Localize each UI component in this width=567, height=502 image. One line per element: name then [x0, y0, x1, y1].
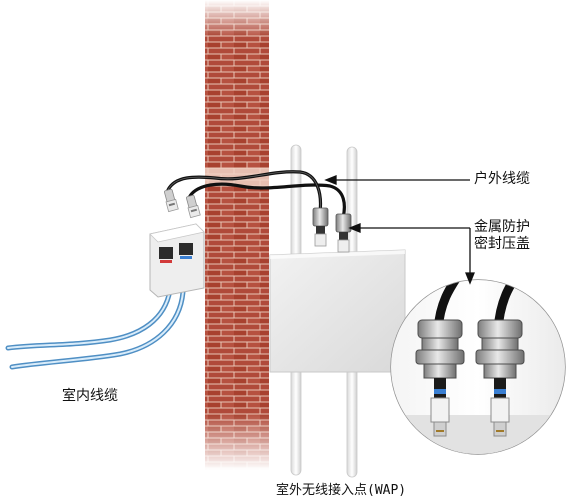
- rj45-plug-icon: [164, 188, 201, 219]
- wall-jack-icon: [149, 223, 205, 298]
- gland-label-line1: 金属防护: [474, 219, 530, 235]
- wap-device: [269, 249, 406, 373]
- indoor-cable-label: 室内线缆: [62, 388, 118, 404]
- callout-lines: [324, 175, 475, 285]
- brick-wall: [205, 0, 269, 470]
- wap-label: 室外无线接入点(WAP): [276, 483, 407, 498]
- outdoor-cable-label: 户外线缆: [474, 171, 530, 187]
- gland-label: 金属防护 密封压盖: [474, 219, 530, 253]
- gland-label-line2: 密封压盖: [474, 236, 530, 252]
- outdoor-cable: [166, 170, 346, 220]
- magnifier-circle: [390, 279, 566, 455]
- cable-gland-icon: [312, 207, 352, 253]
- indoor-cable: [5, 287, 186, 370]
